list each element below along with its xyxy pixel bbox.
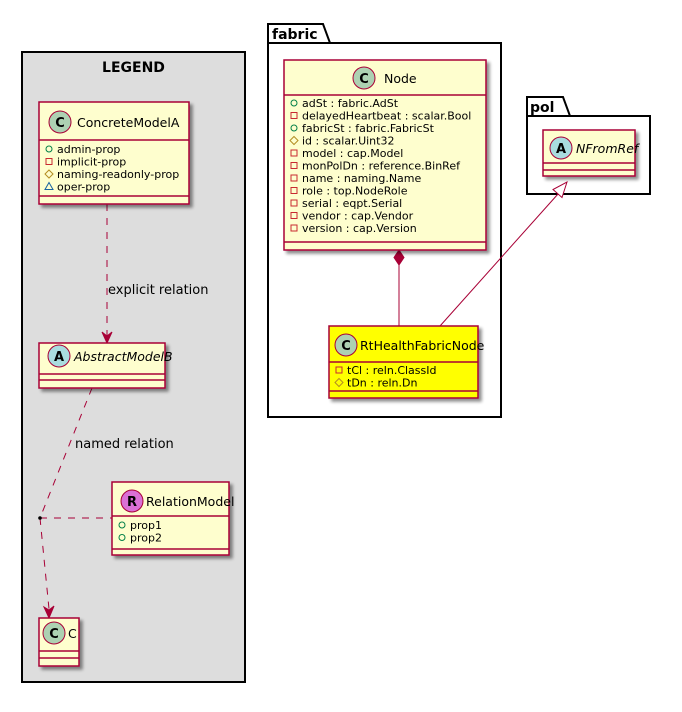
private-visibility-icon	[290, 212, 298, 219]
class-name: NFromRef	[576, 141, 640, 156]
stereotype-letter: C	[49, 627, 59, 642]
stereotype-letter: A	[54, 350, 64, 365]
class-stereotype-icon	[334, 333, 358, 357]
protected-visibility-icon	[334, 377, 344, 388]
class-rt-health-fabric-node[interactable]: C RtHealthFabricNode tCl : reln.ClassIdt…	[328, 325, 485, 399]
attribute: fabricSt : fabric.FabricSt	[302, 122, 435, 135]
private-visibility-icon	[290, 112, 298, 119]
attribute: model : cap.Model	[302, 147, 403, 160]
private-visibility-icon	[290, 174, 298, 182]
attribute: name : naming.Name	[302, 172, 422, 185]
attribute: monPolDn : reference.BinRef	[302, 160, 461, 173]
stereotype-letter: A	[556, 142, 566, 157]
private-visibility-icon	[290, 149, 298, 157]
class-name: RelationModel	[146, 494, 234, 509]
class-node[interactable]: C Node adSt : fabric.AdStdelayedHeartbea…	[283, 59, 487, 251]
attribute: tDn : reln.Dn	[347, 377, 417, 390]
attribute: vendor : cap.Vendor	[302, 210, 414, 223]
attribute: id : scalar.Uint32	[302, 135, 394, 148]
public-visibility-icon	[118, 521, 126, 529]
inheritance-triangle-icon	[552, 180, 568, 199]
attribute: adSt : fabric.AdSt	[302, 97, 399, 110]
named-relation-edge: named relation	[38, 387, 174, 620]
attribute: admin-prop	[57, 143, 120, 156]
class-stereotype-icon	[48, 110, 72, 134]
package-name: fabric	[272, 27, 318, 43]
arrowhead-icon	[101, 331, 113, 345]
arrowhead-icon	[42, 605, 55, 620]
legend-title: LEGEND	[102, 60, 165, 76]
private-visibility-icon	[335, 366, 343, 374]
junction-dot	[38, 516, 42, 520]
private-visibility-icon	[290, 187, 298, 194]
attribute-list: admin-propimplicit-propnaming-readonly-p…	[44, 143, 179, 194]
composition-diamond-icon	[393, 249, 405, 266]
protected-visibility-icon	[44, 169, 54, 179]
class-stereotype-icon	[352, 66, 376, 90]
stereotype-letter: R	[127, 495, 137, 510]
attribute: tCl : reln.ClassId	[347, 364, 437, 377]
abstract-stereotype-icon	[549, 136, 573, 160]
class-abstract-model-b[interactable]: A AbstractModelB	[38, 342, 173, 389]
class-name: Node	[384, 71, 417, 86]
abstract-stereotype-icon	[47, 344, 71, 368]
attribute: role : top.NodeRole	[302, 185, 408, 198]
attribute: version : cap.Version	[302, 222, 417, 235]
stereotype-letter: C	[341, 339, 351, 354]
attribute: prop1	[130, 519, 162, 532]
private-visibility-icon	[290, 162, 298, 169]
protected-visibility-icon	[289, 135, 299, 146]
attribute: naming-readonly-prop	[57, 168, 179, 181]
generalization-edge	[439, 180, 568, 327]
stereotype-letter: C	[359, 72, 369, 87]
class-name: RtHealthFabricNode	[360, 338, 485, 353]
explicit-relation-edge: explicit relation	[101, 204, 208, 345]
attribute: serial : eqpt.Serial	[302, 197, 402, 210]
package-visibility-icon	[44, 181, 54, 190]
public-visibility-icon	[290, 99, 298, 107]
package-tab	[526, 96, 571, 117]
attribute: implicit-prop	[57, 156, 126, 169]
stereotype-letter: C	[55, 116, 65, 131]
private-visibility-icon	[290, 199, 298, 207]
attribute: oper-prop	[57, 181, 110, 194]
attribute: delayedHeartbeat : scalar.Bool	[302, 110, 471, 123]
named-relation-label: named relation	[75, 437, 174, 452]
class-name: C	[68, 626, 77, 641]
package-name: pol	[530, 100, 554, 116]
class-name: ConcreteModelA	[77, 115, 180, 130]
public-visibility-icon	[118, 534, 126, 541]
relation-stereotype-icon	[120, 489, 144, 513]
public-visibility-icon	[290, 124, 298, 132]
class-concrete-model-a[interactable]: C ConcreteModelA admin-propimplicit-prop…	[38, 101, 190, 205]
class-name: AbstractModelB	[73, 349, 173, 364]
explicit-relation-label: explicit relation	[108, 283, 208, 298]
public-visibility-icon	[45, 145, 53, 153]
private-visibility-icon	[45, 158, 53, 165]
class-stereotype-icon	[42, 621, 66, 645]
class-nfromref[interactable]: A NFromRef	[542, 129, 640, 177]
package-tab	[267, 23, 331, 44]
class-c[interactable]: C C	[38, 617, 80, 667]
composition-edge	[393, 249, 405, 326]
private-visibility-icon	[290, 224, 298, 232]
attribute: prop2	[130, 532, 162, 545]
